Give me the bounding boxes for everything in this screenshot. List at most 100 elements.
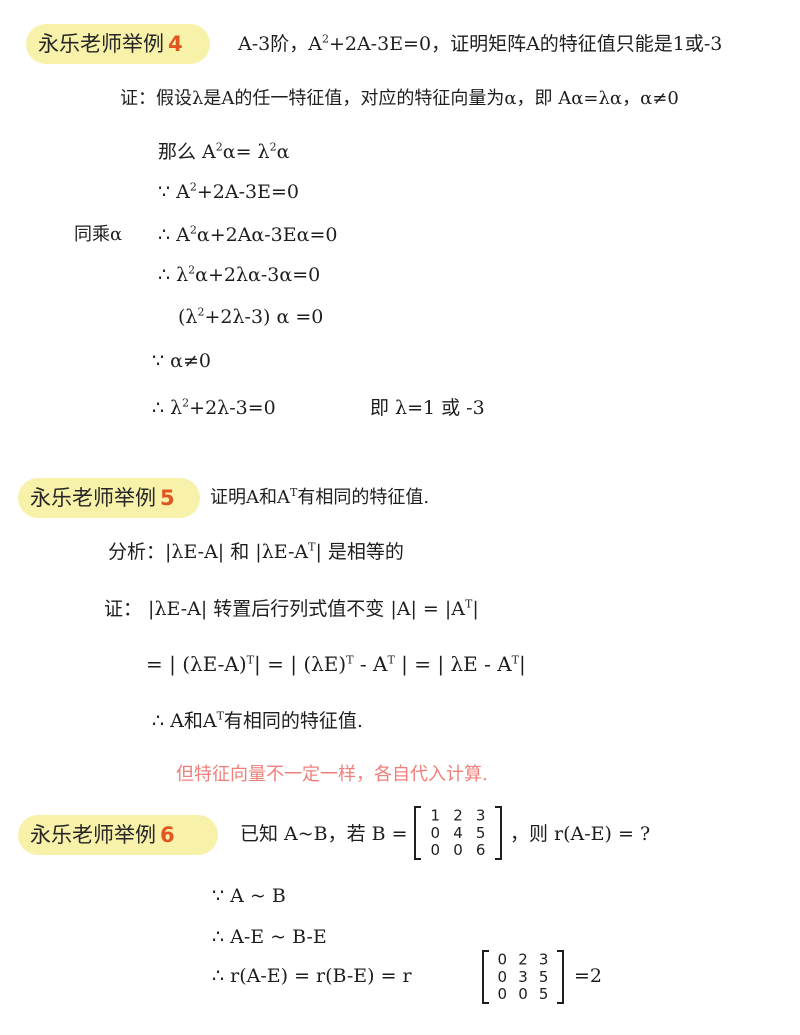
text: | 是相等的 (315, 541, 404, 563)
exponent: 2 (269, 140, 277, 154)
matrix-entry: 0 (431, 824, 441, 842)
exponent: 2 (188, 263, 196, 277)
text: | (472, 598, 479, 620)
proof-line-4: ∴ λ2α+2λα-3α=0 (158, 263, 320, 287)
matrix-entry: 2 (518, 951, 528, 969)
note-text: 但特征向量不一定一样，各自代入计算. (176, 764, 488, 785)
text: ∴ λ (158, 264, 189, 286)
badge-label: 永乐老师举例 (30, 823, 156, 847)
matrix-entry: 5 (539, 968, 549, 986)
badge-number: 6 (160, 823, 175, 847)
matrix-entry: 4 (453, 824, 463, 842)
text: 有相同的特征值. (223, 710, 363, 732)
exponent: T (387, 653, 395, 667)
example-6-question-b: ，则 r(A-E) = ? (510, 823, 651, 845)
right-bracket (557, 950, 564, 1004)
exponent: T (246, 653, 255, 667)
matrix-entry: 2 (453, 807, 463, 825)
matrix-entry: 0 (518, 985, 528, 1003)
conclusion-line: ∴ A和AT有相同的特征值. (152, 709, 363, 733)
matrix-entry: 3 (539, 951, 549, 969)
text: - A (353, 652, 388, 676)
text: 分析：|λE-A| 和 |λE-A (108, 541, 309, 563)
proof-line-1: 那么 A2α= λ2α (158, 140, 289, 164)
exponent: T (511, 653, 520, 667)
exponent: 2 (182, 396, 190, 410)
text: 证明A和A (210, 487, 290, 508)
text: +2A-3E=0 (196, 181, 299, 203)
matrix-entry: 3 (476, 807, 486, 825)
text: | = | λE - A (394, 652, 512, 676)
text: α+2Aα-3Eα=0 (196, 224, 338, 246)
badge-label: 永乐老师举例 (38, 32, 164, 56)
text: | (519, 652, 526, 676)
exponent: 2 (189, 223, 197, 237)
matrix-entry: 3 (518, 968, 528, 986)
exponent: T (308, 540, 316, 554)
text: 证： |λE-A| 转置后行列式值不变 |A| = |A (104, 598, 465, 620)
text: | = | (λE) (254, 652, 347, 676)
exponent: T (464, 597, 473, 611)
exponent: 2 (189, 180, 197, 194)
matrix-entry: 5 (476, 824, 486, 842)
left-bracket (482, 950, 489, 1004)
matrix-entry: 0 (498, 985, 508, 1003)
proof-line-6: ∵ α≠0 (152, 350, 211, 372)
badge-number: 4 (168, 32, 183, 56)
side-label: 同乘α (74, 224, 123, 245)
left-bracket (414, 806, 421, 860)
exponent: T (216, 709, 224, 723)
example-6-question-a: 已知 A~B，若 B = (240, 823, 408, 845)
example-4-question: A-3阶，A2+2A-3E=0，证明矩阵A的特征值只能是1或-3 (238, 32, 722, 56)
exponent: T (290, 486, 298, 499)
text: ∵ A (158, 181, 190, 203)
text: 有相同的特征值. (297, 487, 430, 508)
exponent: 2 (215, 140, 223, 154)
text: α (276, 141, 290, 163)
text: α+2λα-3α=0 (195, 264, 321, 286)
text: ∴ A和A (152, 710, 217, 732)
matrix-entry: 0 (453, 841, 463, 859)
text: +2λ-3=0 (189, 397, 276, 419)
text: +2λ-3) α =0 (204, 306, 324, 328)
text: ∴ A (158, 224, 190, 246)
text: 那么 A (158, 141, 216, 163)
proof-intro: 证：假设λ是A的任一特征值，对应的特征向量为α，即 Aα=λα，α≠0 (120, 88, 679, 109)
exponent: 2 (197, 305, 205, 319)
proof-line: 证： |λE-A| 转置后行列式值不变 |A| = |AT| (104, 597, 479, 621)
question-part: A-3阶，A (238, 33, 322, 55)
step-2: ∴ A-E ~ B-E (212, 926, 327, 948)
question-part: +2A-3E=0，证明矩阵A的特征值只能是1或-3 (328, 33, 723, 55)
exponent: 2 (321, 32, 329, 46)
text: ∴ λ (152, 397, 183, 419)
text: α= λ (222, 141, 270, 163)
proof-line-3: ∴ A2α+2Aα-3Eα=0 (158, 223, 337, 247)
step-3: ∴ r(A-E) = r(B-E) = r (212, 965, 412, 987)
proof-line-5: (λ2+2λ-3) α =0 (178, 305, 323, 329)
text: (λ (178, 306, 198, 328)
proof-line-7: ∴ λ2+2λ-3=0 (152, 396, 276, 420)
example-5-question: 证明A和AT有相同的特征值. (210, 486, 429, 510)
right-bracket (495, 806, 502, 860)
badge-number: 5 (160, 486, 175, 510)
proof-conclusion: 即 λ=1 或 -3 (370, 397, 485, 419)
matrix-entry: 1 (431, 807, 441, 825)
text: = | (λE-A) (146, 652, 247, 676)
matrix-entry: 0 (498, 951, 508, 969)
exponent: T (346, 653, 354, 667)
matrix-entry: 0 (431, 841, 441, 859)
analysis-line: 分析：|λE-A| 和 |λE-AT| 是相等的 (108, 540, 404, 564)
equality-chain: = | (λE-A)T| = | (λE)T - AT | = | λE - A… (146, 652, 526, 676)
matrix-entry: 0 (498, 968, 508, 986)
step-3-result: =2 (574, 965, 603, 987)
badge-label: 永乐老师举例 (30, 486, 156, 510)
matrix-entry: 5 (539, 985, 549, 1003)
matrix-entry: 6 (476, 841, 486, 859)
